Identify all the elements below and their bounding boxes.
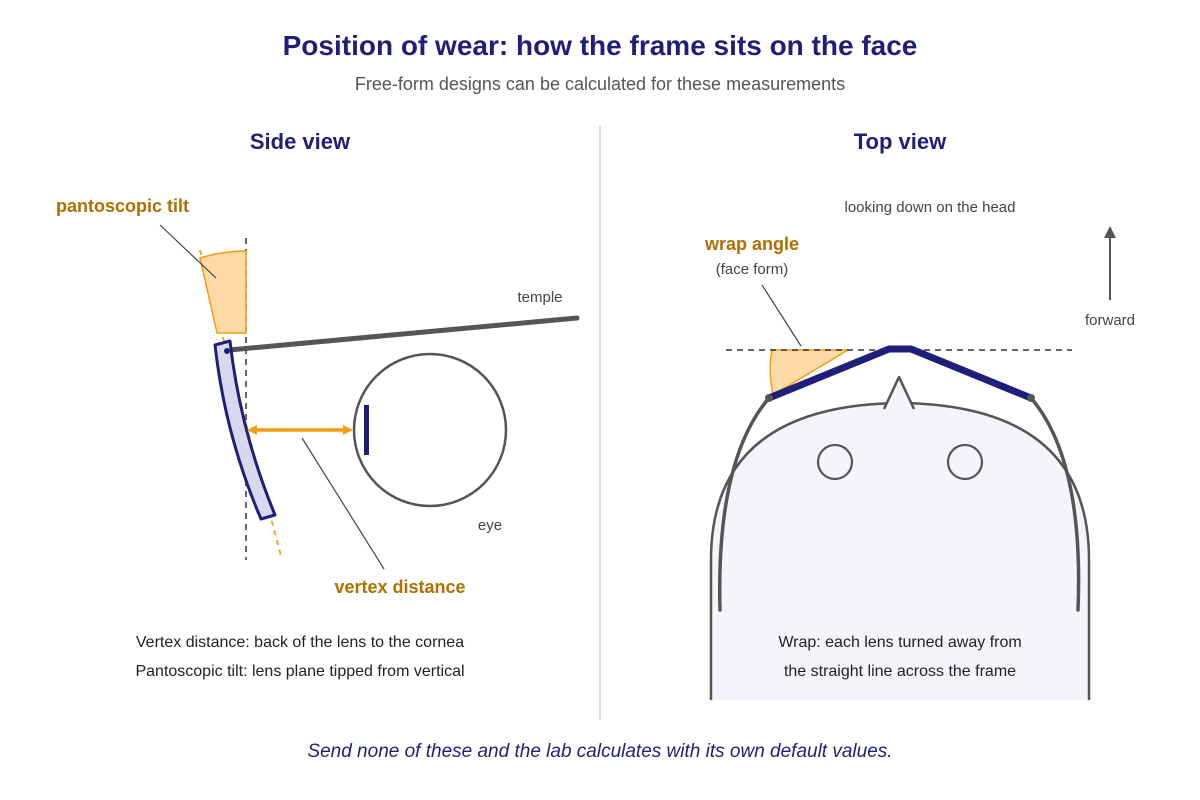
wrap-leader-line — [761, 284, 802, 347]
top-note-line2: the straight line across the frame — [784, 663, 1016, 680]
face-form-label: (face form) — [716, 261, 789, 278]
frame-top-view — [765, 345, 1035, 402]
left-temple-arm — [717, 396, 771, 612]
side-view-diagram: pantoscopic tilt temple eye vertex dista… — [56, 196, 580, 680]
side-note-line2: Pantoscopic tilt: lens plane tipped from… — [135, 663, 464, 680]
tilt-leader-line — [159, 224, 217, 279]
lens-side — [213, 339, 277, 521]
side-note-line1: Vertex distance: back of the lens to the… — [136, 634, 464, 651]
footer-note: Send none of these and the lab calculate… — [307, 741, 893, 762]
lens-hinge-dot — [224, 348, 230, 354]
side-view-title: Side view — [249, 129, 351, 154]
vertex-distance-label: vertex distance — [334, 577, 465, 597]
right-eye-top — [946, 443, 984, 481]
temple-label: temple — [517, 289, 562, 306]
eye-label: eye — [478, 517, 502, 534]
right-temple-arm — [1029, 396, 1081, 612]
temple-arm — [226, 315, 580, 353]
page-subtitle: Free-form designs can be calculated for … — [354, 74, 846, 94]
top-view-diagram: looking down on the head forward wrap an… — [704, 199, 1135, 700]
pantoscopic-tilt-wedge — [199, 250, 247, 334]
top-note-line1: Wrap: each lens turned away from — [778, 634, 1021, 651]
page-title: Position of wear: how the frame sits on … — [282, 30, 918, 61]
nose — [882, 375, 916, 410]
left-eye-top — [816, 443, 854, 481]
cornea-mark — [364, 405, 369, 455]
right-hinge-dot — [1027, 394, 1035, 402]
eye-globe — [352, 352, 508, 508]
left-hinge-dot — [765, 394, 773, 402]
forward-label: forward — [1085, 312, 1135, 329]
top-view-title: Top view — [853, 129, 947, 154]
looking-down-label: looking down on the head — [845, 199, 1016, 216]
panel-divider — [599, 125, 601, 720]
pantoscopic-tilt-label: pantoscopic tilt — [56, 196, 189, 216]
wrap-angle-label: wrap angle — [704, 234, 799, 254]
head-outline — [709, 401, 1091, 700]
vertex-leader-line — [301, 437, 385, 570]
